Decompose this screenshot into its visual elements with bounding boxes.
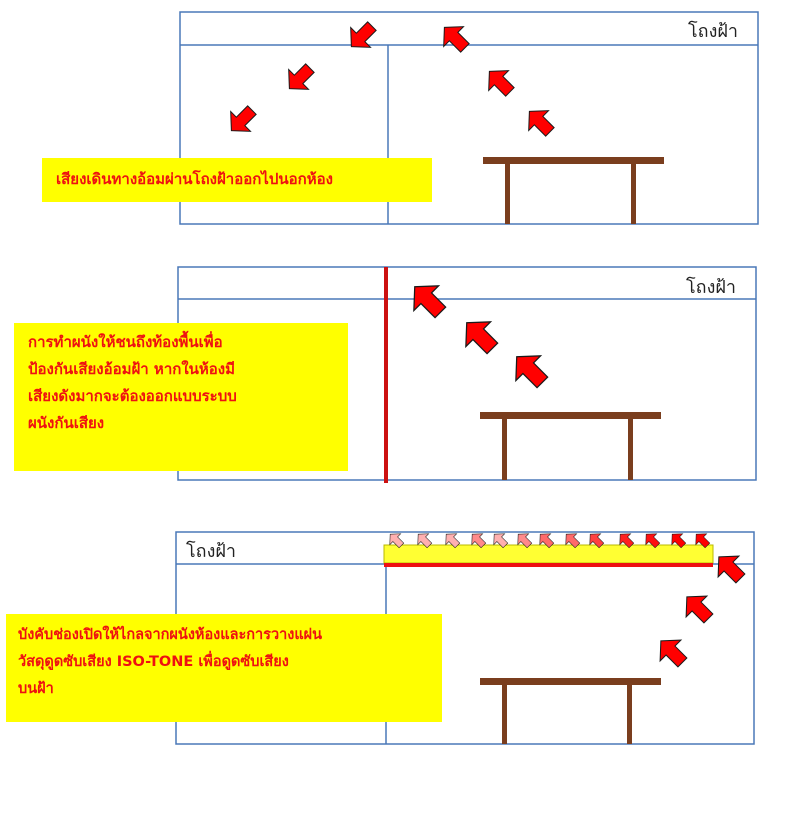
note-line: เสียงดังมากจะต้องออกแบบระบบ (28, 387, 237, 405)
ceiling-void-label: โถงฝ้า (688, 21, 739, 42)
sound-arrow (488, 70, 515, 97)
sound-arrow (515, 355, 549, 389)
absorbed-arrow (471, 533, 487, 549)
note-line: ผนังกันเสียง (28, 414, 105, 432)
sound-arrow (528, 110, 555, 137)
panel1-table (483, 157, 664, 224)
full-height-wall (384, 267, 388, 483)
sound-arrow (465, 321, 499, 355)
absorbed-arrow (671, 533, 687, 549)
iso-tone-absorber (383, 544, 714, 564)
panel1-note-text: เสียงเดินทางอ้อมผ่านโถงฝ้าออกไปนอกห้อง (56, 170, 333, 188)
absorbed-arrow (445, 533, 461, 549)
note-line: ป้องกันเสียงอ้อมฝ้า หากในห้องมี (28, 360, 236, 378)
panel2-table (480, 412, 661, 480)
absorbed-arrow (565, 533, 581, 549)
panel3-table (480, 678, 661, 744)
panel1-note: เสียงเดินทางอ้อมผ่านโถงฝ้าออกไปนอกห้อง (42, 158, 432, 202)
sound-arrow (413, 285, 447, 319)
absorbed-arrow (539, 533, 555, 549)
ceiling-void-label: โถงฝ้า (186, 541, 237, 562)
note-line: บังคับช่องเปิดให้ไกลจากผนังห้องและการวาง… (18, 627, 323, 643)
sound-arrow (230, 105, 257, 132)
sound-arrow (288, 63, 315, 90)
note-line: บนฝ้า (18, 681, 54, 697)
absorbed-sound-arrows (389, 533, 711, 549)
absorbed-arrow (389, 533, 405, 549)
absorbed-arrow (695, 533, 711, 549)
note-line: การทำผนังให้ชนถึงท้องพื้นเพื่อ (28, 333, 223, 351)
absorbed-arrow (417, 533, 433, 549)
panel2-sound-arrows (413, 285, 549, 389)
panel2-note: การทำผนังให้ชนถึงท้องพื้นเพื่อ ป้องกันเส… (14, 323, 348, 471)
sound-arrow (717, 555, 746, 584)
sound-arrow (443, 26, 470, 53)
absorbed-arrow (589, 533, 605, 549)
ceiling-void-label: โถงฝ้า (686, 277, 737, 298)
sound-arrow (685, 595, 714, 624)
panel1-sound-arrows (230, 21, 555, 137)
absorbed-arrow (517, 533, 533, 549)
absorbed-arrow (619, 533, 635, 549)
note-line: วัสดุดูดซับเสียง ISO-TONE เพื่อดูดซับเสี… (18, 654, 289, 670)
absorbed-arrow (645, 533, 661, 549)
ceiling-red-line (384, 563, 713, 567)
panel3-note: บังคับช่องเปิดให้ไกลจากผนังห้องและการวาง… (6, 614, 442, 722)
panel1-frame (179, 11, 759, 225)
sound-arrow (350, 21, 377, 48)
sound-arrow (659, 639, 688, 668)
absorbed-arrow (493, 533, 509, 549)
panel3-sound-arrows (659, 555, 746, 668)
